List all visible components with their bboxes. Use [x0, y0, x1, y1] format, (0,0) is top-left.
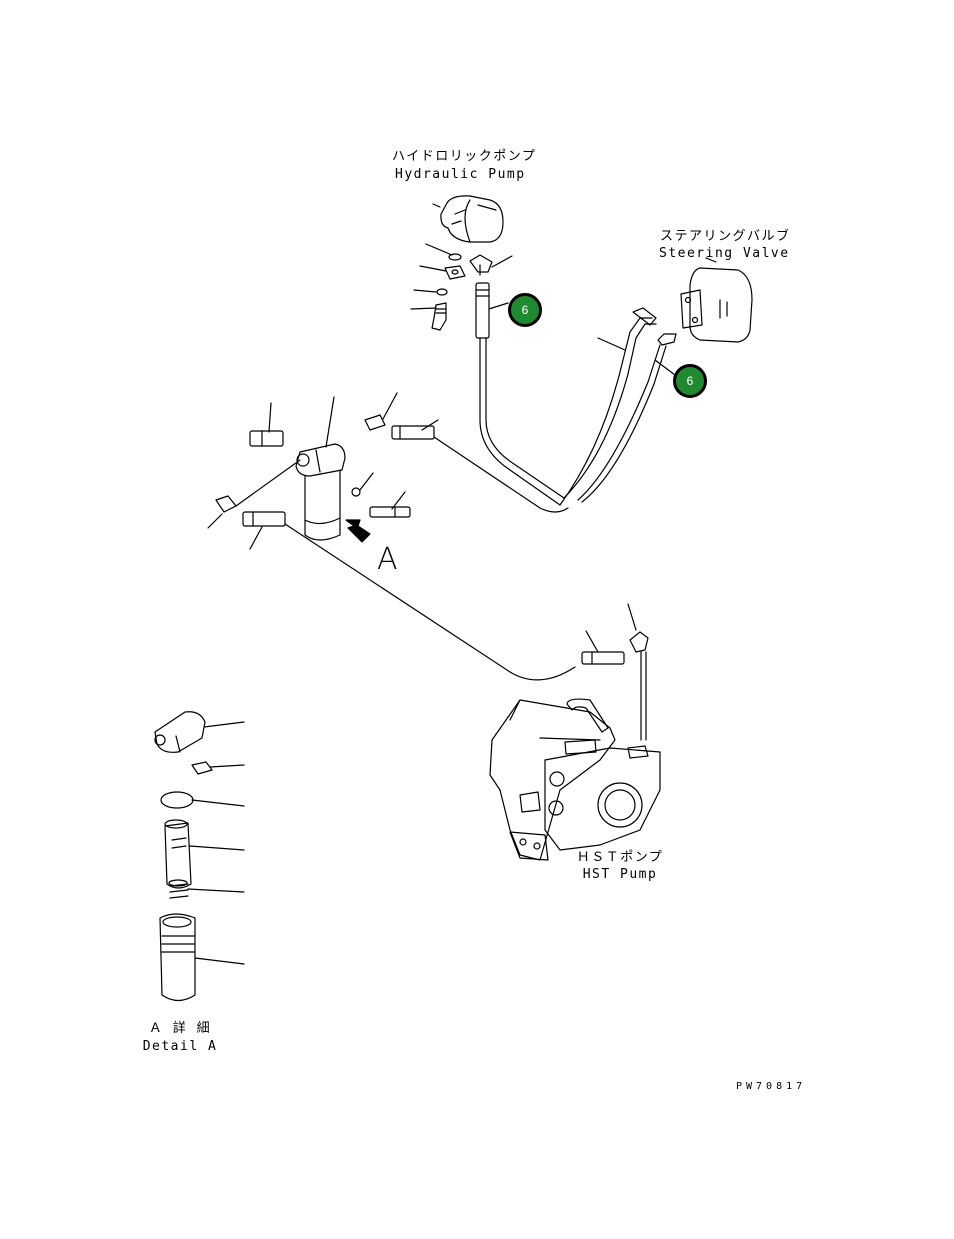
hst-pump-label-jp: ＨＳＴポンプ [576, 850, 664, 865]
detail-a-parts [154, 711, 213, 1002]
filter-leaders [207, 392, 439, 550]
hst-pump-drawing [489, 603, 661, 861]
steering-valve-label-jp: ステアリングバルブ [660, 229, 791, 244]
hydraulic-pump-label-en: Hydraulic Pump [395, 167, 526, 182]
pump-leaders [410, 243, 513, 310]
detail-a-label-en: Detail A [142, 1039, 218, 1054]
pump-hose [475, 282, 565, 506]
filter-lines [284, 436, 576, 681]
detail-a-leaders [187, 721, 245, 965]
steering-valve-drawing [680, 257, 753, 343]
view-a-label: A [377, 542, 398, 577]
filter-assembly [215, 414, 435, 541]
detail-a-label-jp: Ａ 詳 細 [148, 1021, 212, 1036]
hst-pump-label-en: HST Pump [582, 867, 658, 882]
pump-fittings [431, 253, 493, 331]
view-a-arrow [345, 519, 371, 543]
steering-valve-label-en: Steering Valve [659, 246, 790, 261]
hydraulic-pump-label-jp: ハイドロリックポンプ [392, 149, 537, 164]
hydraulic-pump-drawing [432, 195, 504, 243]
callout-6-pump-hose[interactable]: 6 [508, 293, 542, 327]
callout-6-steering-hose[interactable]: 6 [673, 364, 707, 398]
steering-hoses [559, 307, 677, 506]
drawing-code: PW70817 [736, 1081, 807, 1092]
steering-leaders [597, 337, 676, 376]
